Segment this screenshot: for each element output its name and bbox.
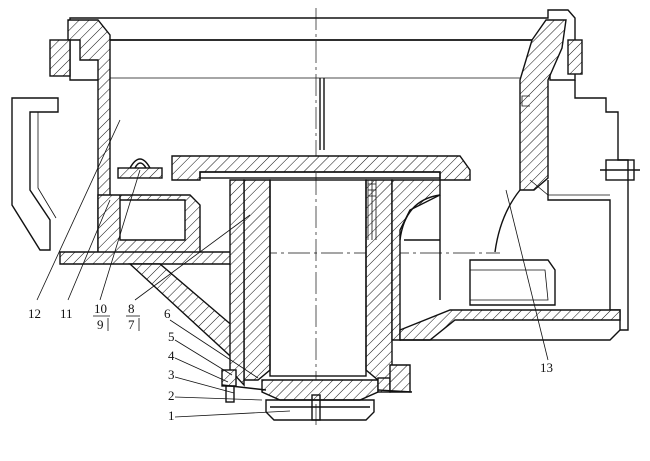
- leader-2: [174, 396, 263, 401]
- leader-3: [174, 376, 235, 394]
- leader-4: [174, 357, 229, 383]
- right-box: [469, 259, 556, 306]
- leader-8-7: [134, 214, 251, 301]
- leader-13: [505, 189, 549, 361]
- label-6: 6: [164, 306, 171, 321]
- bottom-left-flange: [221, 384, 267, 391]
- top-frame: [69, 9, 576, 81]
- leader-6: [169, 319, 259, 379]
- left-chamber: [97, 194, 201, 261]
- left-bracket: [11, 97, 59, 251]
- leader-11: [67, 199, 111, 301]
- left-wall-section: [67, 19, 111, 252]
- label-7: 7: [128, 317, 135, 332]
- right-wall-section: [519, 19, 567, 191]
- label-1: 1: [168, 408, 175, 423]
- right-box-inner: [470, 269, 549, 301]
- leader-5: [174, 339, 233, 376]
- sleeve-right-wall: [365, 179, 393, 381]
- leader-10-9: [99, 169, 141, 301]
- leader-1: [174, 410, 291, 418]
- flange-plate: [199, 171, 441, 179]
- label-5: 5: [168, 329, 175, 344]
- right-chamber-arc: [399, 194, 441, 300]
- right-top-block: [567, 39, 583, 75]
- top-flange: [171, 155, 471, 181]
- leader-12: [36, 119, 121, 301]
- sleeve-bore: [269, 179, 367, 377]
- right-base-flange: [389, 364, 411, 393]
- clip-ring: [129, 158, 151, 169]
- bottom-bolt: [311, 394, 321, 421]
- sleeve-housing: [229, 179, 245, 387]
- label-4: 4: [168, 348, 175, 363]
- label-3: 3: [168, 367, 175, 382]
- left-bracket-inner: [37, 112, 57, 219]
- label-11: 11: [60, 306, 73, 321]
- sleeve-left-wall: [243, 179, 271, 381]
- clip-base: [117, 167, 163, 179]
- bottom-right-flange: [377, 389, 413, 393]
- label-9: 9: [97, 317, 104, 332]
- right-chamber-curve: [494, 189, 521, 253]
- label-13: 13: [540, 360, 553, 375]
- thread-insert: [367, 180, 377, 240]
- right-lower-outline: [400, 329, 621, 341]
- right-housing-inner: [521, 95, 610, 196]
- left-bolt-block: [49, 39, 71, 77]
- label-2: 2: [168, 388, 175, 403]
- sleeve-housing-right: [391, 179, 441, 341]
- right-housing: [547, 80, 629, 331]
- label-8: 8: [128, 301, 135, 316]
- right-lower-section: [399, 309, 621, 341]
- left-base-bolt: [221, 369, 237, 387]
- label-10: 10: [94, 301, 107, 316]
- left-base-bolt2: [225, 385, 235, 403]
- label-12: 12: [28, 306, 41, 321]
